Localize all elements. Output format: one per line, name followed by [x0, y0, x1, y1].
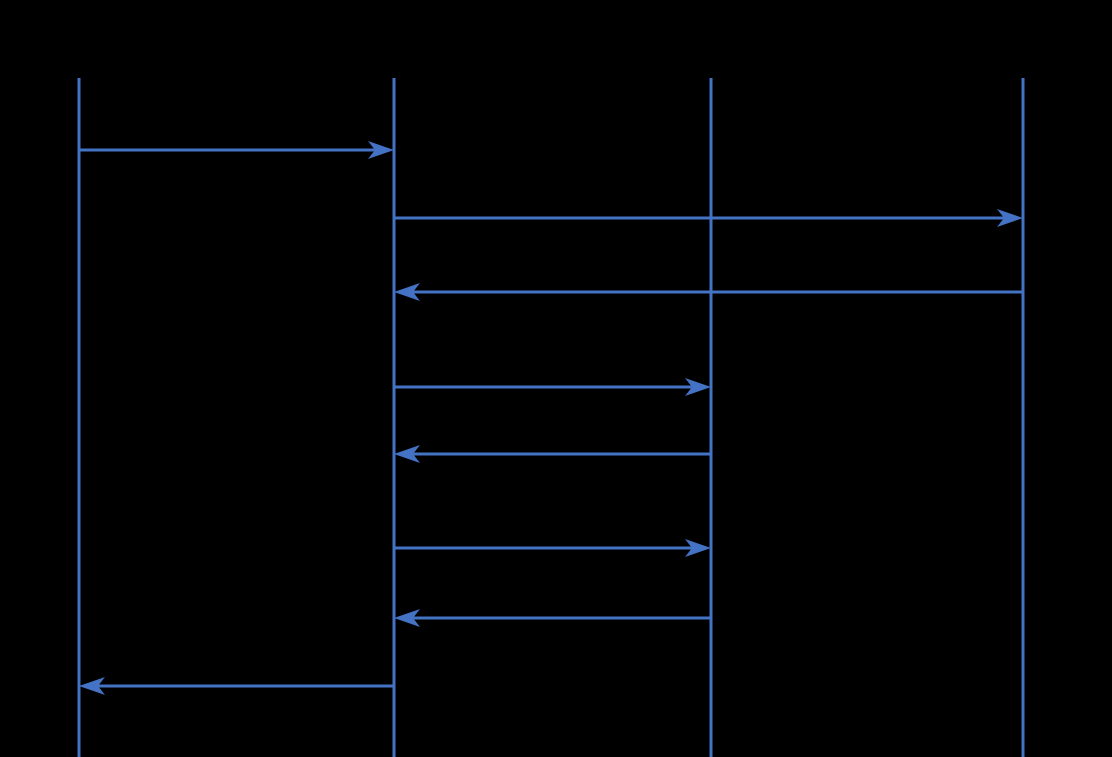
message-4-arrowhead-icon: [685, 378, 711, 396]
message-6-arrowhead-icon: [685, 539, 711, 557]
message-2-arrowhead-icon: [997, 209, 1023, 227]
message-7-arrowhead-icon: [394, 609, 420, 627]
message-5-arrowhead-icon: [394, 445, 420, 463]
message-3-arrowhead-icon: [394, 283, 420, 301]
message-8-arrowhead-icon: [79, 677, 105, 695]
message-1-arrowhead-icon: [368, 141, 394, 159]
